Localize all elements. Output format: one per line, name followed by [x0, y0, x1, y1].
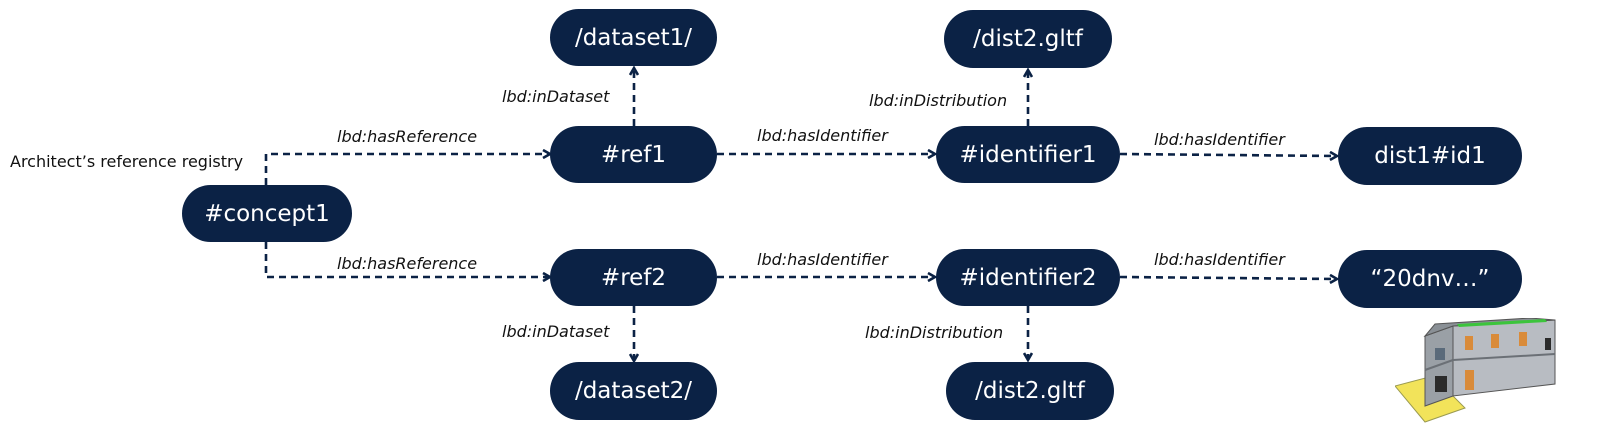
- node-identifier2[interactable]: #identifier2: [936, 249, 1120, 306]
- label-concept1-ref1: lbd:hasReference: [337, 127, 478, 146]
- node-dist1-id1[interactable]: dist1#id1: [1338, 127, 1522, 185]
- node-ref2[interactable]: #ref2: [550, 249, 717, 306]
- building-3d-model-icon: [1395, 318, 1556, 423]
- label-identifier1-dist2: lbd:inDistribution: [869, 91, 1008, 110]
- node-dist2-bottom[interactable]: /dist2.gltf: [946, 362, 1114, 420]
- node-identifier1[interactable]: #identifier1: [936, 126, 1120, 183]
- edge-identifier2-literal: [1119, 277, 1337, 279]
- label-identifier2-literal: lbd:hasIdentifier: [1154, 250, 1285, 269]
- registry-caption: Architect’s reference registry: [10, 152, 244, 171]
- label-ref2-identifier2: lbd:hasIdentifier: [757, 250, 888, 269]
- label-identifier2-dist2: lbd:inDistribution: [865, 323, 1004, 342]
- label-ref1-dataset1: lbd:inDataset: [502, 87, 610, 106]
- node-dist2-top[interactable]: /dist2.gltf: [944, 10, 1112, 68]
- node-concept1[interactable]: #concept1: [182, 185, 352, 242]
- node-literal-20dnv[interactable]: “20dnv…”: [1338, 250, 1522, 308]
- node-dataset1[interactable]: /dataset1/: [550, 9, 717, 66]
- edge-concept1-ref1: [264, 154, 550, 185]
- label-ref1-identifier1: lbd:hasIdentifier: [757, 126, 888, 145]
- label-concept1-ref2: lbd:hasReference: [337, 254, 478, 273]
- node-dataset2[interactable]: /dataset2/: [550, 362, 717, 420]
- label-ref2-dataset2: lbd:inDataset: [502, 322, 610, 341]
- label-identifier1-dist1: lbd:hasIdentifier: [1154, 130, 1285, 149]
- edge-identifier1-dist1: [1119, 154, 1337, 156]
- node-ref1[interactable]: #ref1: [550, 126, 717, 183]
